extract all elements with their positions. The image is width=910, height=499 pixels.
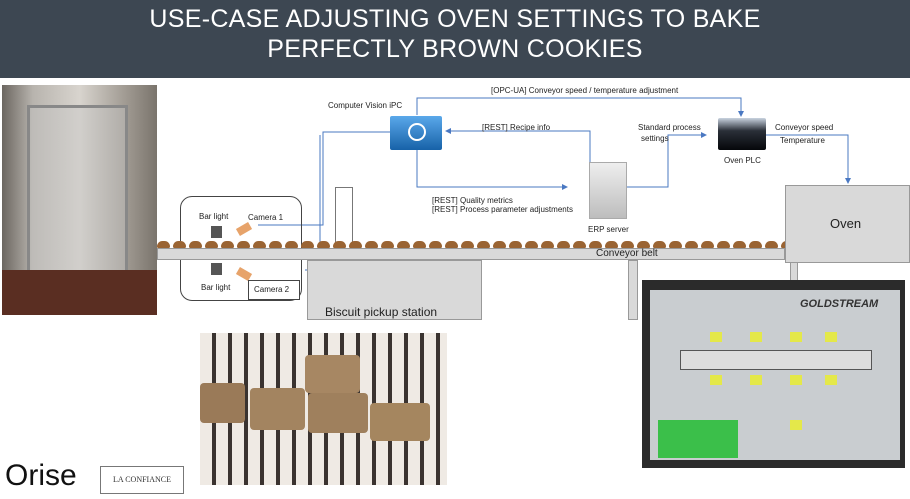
cookie — [253, 241, 266, 248]
camera1-label: Camera 1 — [248, 213, 284, 222]
la-confiance-logo: LA CONFIANCE — [100, 466, 184, 494]
cookie — [461, 241, 474, 248]
cookie — [445, 241, 458, 248]
orise-logo: Orise — [5, 459, 77, 492]
quality-line — [416, 150, 568, 190]
cookie — [605, 241, 618, 248]
cv-ipc-label: Computer Vision iPC — [328, 101, 403, 110]
machine-photo — [2, 85, 157, 315]
oven-box — [785, 185, 910, 263]
cookie — [733, 241, 746, 248]
bar-light-icon — [211, 263, 222, 275]
cookie — [285, 241, 298, 248]
standard-label-2: settings — [641, 134, 669, 143]
cookie — [317, 241, 330, 248]
cookie — [701, 241, 714, 248]
cookie-row — [157, 241, 794, 249]
bar-light-icon — [211, 226, 222, 238]
hmi-brand: GOLDSTREAM — [800, 298, 879, 310]
cookie — [493, 241, 506, 248]
camera2-label: Camera 2 — [254, 285, 290, 294]
quality-label: [REST] Quality metrics — [432, 196, 513, 205]
cookie — [157, 241, 170, 248]
standard-line — [625, 132, 707, 188]
bar-light-label: Bar light — [201, 283, 231, 292]
oven-control-line — [765, 134, 851, 184]
cookie — [749, 241, 762, 248]
cookie — [173, 241, 186, 248]
cookie — [205, 241, 218, 248]
cookie — [637, 241, 650, 248]
cookie — [365, 241, 378, 248]
cookie — [397, 241, 410, 248]
erp-label: ERP server — [588, 225, 629, 234]
conveyor-leg — [628, 260, 638, 320]
cookie — [349, 241, 362, 248]
pickup-label: Biscuit pickup station — [325, 305, 438, 319]
cookie — [333, 241, 346, 248]
slide-title: USE-CASE ADJUSTING OVEN SETTINGS TO BAKE… — [0, 0, 910, 78]
oven-plc-icon — [718, 118, 766, 150]
cookie — [301, 241, 314, 248]
erp-server-icon — [589, 162, 627, 219]
oven-label: Oven — [830, 216, 862, 231]
cookie-photo — [200, 333, 447, 485]
cookie — [589, 241, 602, 248]
computer-vision-icon — [390, 116, 442, 150]
conveyor-speed-label: Conveyor speed — [775, 123, 834, 132]
cookie — [573, 241, 586, 248]
cookie — [221, 241, 234, 248]
cookie — [381, 241, 394, 248]
opcua-label: [OPC-UA] Conveyor speed / temperature ad… — [491, 86, 679, 95]
process-adj-label: [REST] Process parameter adjustments — [432, 205, 573, 214]
camera1-line — [258, 131, 391, 226]
biscuit-pickup-station — [307, 260, 482, 320]
cookie — [669, 241, 682, 248]
cookie — [621, 241, 634, 248]
cookie — [413, 241, 426, 248]
cookie — [685, 241, 698, 248]
cookie — [717, 241, 730, 248]
cookie — [189, 241, 202, 248]
oven-plc-label: Oven PLC — [724, 156, 761, 165]
cookie — [525, 241, 538, 248]
cookie — [541, 241, 554, 248]
cookie — [237, 241, 250, 248]
hmi-screen-photo: GOLDSTREAM — [642, 280, 905, 468]
cookie — [477, 241, 490, 248]
recipe-label: [REST] Recipe info — [482, 123, 551, 132]
cookie — [765, 241, 778, 248]
conveyor-belt — [157, 248, 785, 260]
cookie — [269, 241, 282, 248]
cookie — [653, 241, 666, 248]
conveyor-label: Conveyor belt — [596, 248, 658, 259]
cookie — [429, 241, 442, 248]
standard-label-1: Standard process — [638, 123, 701, 132]
opcua-line — [416, 97, 744, 117]
recipe-line — [445, 128, 591, 165]
bar-light-label: Bar light — [199, 212, 229, 221]
temperature-label: Temperature — [780, 136, 825, 145]
cookie — [509, 241, 522, 248]
pickup-arm — [335, 187, 353, 249]
cookie — [557, 241, 570, 248]
